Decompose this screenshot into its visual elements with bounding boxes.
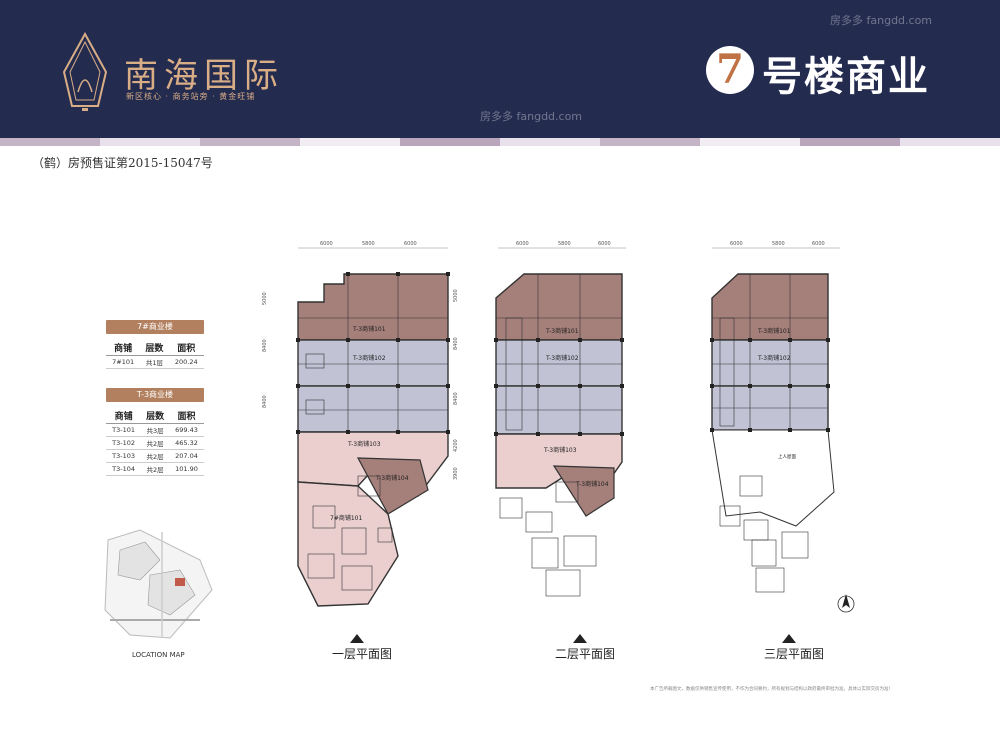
unit-label: T-3商铺102 [757,354,791,362]
floor-1-title: 一层平面图 [332,647,393,661]
header-banner: 南海国际 新区核心 · 商务站旁 · 黄金旺铺 7 号楼商业 房多多 fangd… [0,0,1000,138]
dimension-label: 5000 [453,289,459,302]
col-header: 面积 [168,408,204,424]
title-number: 7 [706,46,754,94]
unit-label: T-3商铺102 [545,354,579,362]
dimension-label: 8400 [262,339,268,352]
dimension-label: 6000 [516,241,529,247]
t3-label: T-3商业楼 [106,388,204,402]
dimension-label: 8400 [453,337,459,350]
floor-plan-2: 6000 5800 6000 T-3商铺101 T-3商铺102 T-3商铺10… [494,241,626,597]
unit-label: T-3商铺103 [347,440,381,448]
north-marker-icon [573,634,587,643]
disclaimer: 本广告所载图文，数据仅供销售宣传使用，不作为合同要约，所有规划与结构以政府最终审… [650,687,893,692]
unit-label: T-3商铺101 [352,325,386,333]
unit-label: T-3商铺104 [375,474,409,482]
unit-label: T-3商铺101 [545,327,579,335]
dimension-label: 4200 [453,439,459,452]
floor-2-title: 二层平面图 [555,647,616,661]
dimension-label: 6000 [598,241,611,247]
unit-label: 上人屋面 [778,453,796,460]
watermark: 房多多 fangdd.com [480,110,583,123]
dimension-label: 6000 [404,241,417,247]
watermark: 房多多 fangdd.com [830,14,933,27]
dimension-label: 5800 [362,241,375,247]
dimension-label: 6000 [730,241,743,247]
col-header: 面积 [168,340,204,356]
logo-text: 南海国际 [124,56,284,96]
north-marker-icon [350,634,364,643]
compass-icon [837,594,855,613]
unit-label: T-3商铺101 [757,327,791,335]
location-map-label: LOCATION MAP [132,651,185,659]
dimension-label: 5000 [262,292,268,305]
floor-plan-1: 6000 5800 6000 5000 8400 8400 5000 8400 … [262,241,459,607]
page-title: 号楼商业 [762,54,930,100]
floor-plan-3: 6000 5800 6000 T-3商铺101 T-3商铺102 上人屋面 [710,241,855,613]
decorative-stripe [0,138,1000,146]
unit-label: T-3商铺102 [352,354,386,362]
license-number: （鹤）房预售证第2015-15047号 [32,156,213,170]
dimension-label: 8400 [453,392,459,405]
dimension-label: 6000 [320,241,333,247]
dimension-label: 8400 [262,395,268,408]
dimension-label: 3900 [453,467,459,480]
floor-3-title: 三层平面图 [764,647,825,661]
col-header: 商铺 [106,340,141,356]
dimension-label: 5800 [772,241,785,247]
building7-table: 7#商业楼 商铺 层数 面积 7#101 共1层 200.24 [106,320,204,369]
logo-emblem-icon [62,32,108,111]
dimension-label: 6000 [812,241,825,247]
table-row: 7#101 共1层 200.24 [106,355,204,369]
logo-tagline: 新区核心 · 商务站旁 · 黄金旺铺 [126,92,256,101]
dimension-label: 5800 [558,241,571,247]
north-marker-icon [782,634,796,643]
unit-label: 7#商铺101 [330,514,362,522]
location-map [104,529,213,639]
col-header: 层数 [141,408,169,424]
unit-label: T-3商铺103 [543,446,577,454]
col-header: 层数 [140,340,169,356]
building7-label: 7#商业楼 [106,320,204,334]
col-header: 商铺 [106,408,142,424]
unit-label: T-3商铺104 [575,480,609,488]
